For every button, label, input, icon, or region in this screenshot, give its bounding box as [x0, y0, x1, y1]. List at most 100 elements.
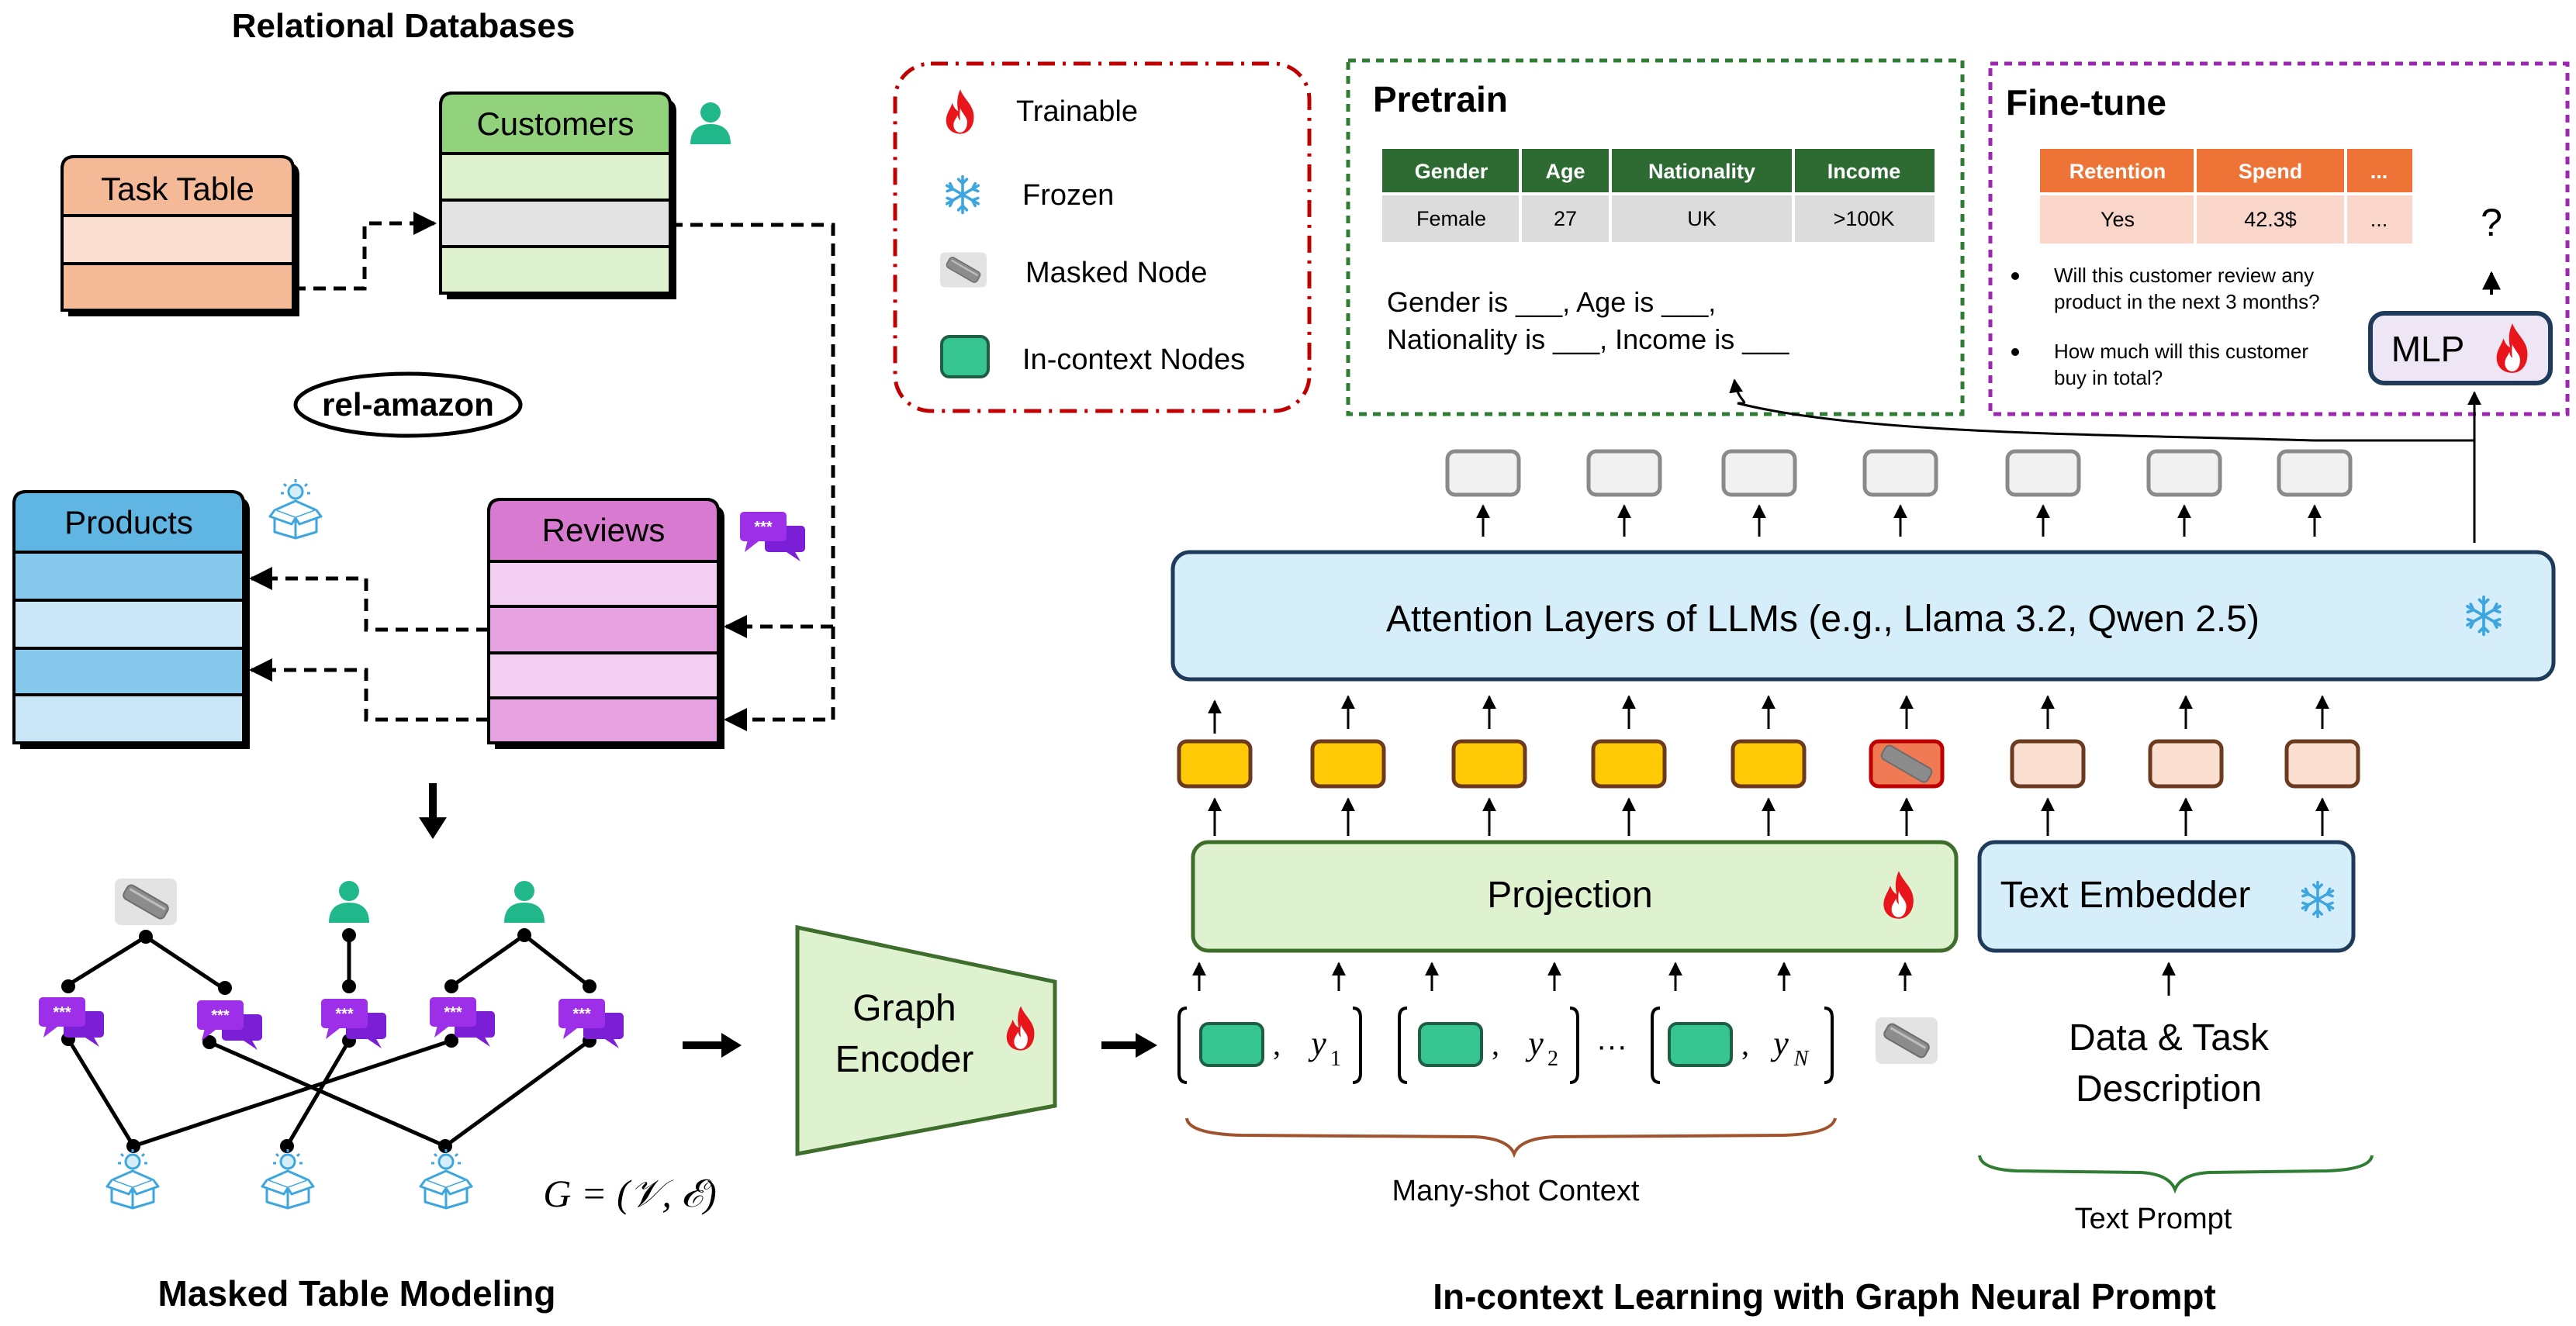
- svg-text:...: ...: [2370, 160, 2388, 183]
- pretrain-feedback-arrow: [1729, 378, 2315, 442]
- svg-text:Female: Female: [1416, 207, 1486, 230]
- question-mark: ?: [2481, 201, 2502, 244]
- products-table-label: Products: [64, 504, 193, 540]
- legend-frozen: Frozen: [1022, 179, 1114, 212]
- legend-fire-icon: [946, 89, 974, 134]
- customers-table: Customers: [439, 92, 676, 299]
- svg-text:Gender: Gender: [1415, 160, 1489, 183]
- finetune-table: Retention Spend ... Yes 42.3$ ...: [2040, 149, 2412, 243]
- graph-person-icon-2: [504, 881, 545, 923]
- reviews-to-products-link: [249, 567, 489, 632]
- graph-box-icon-3: [419, 1148, 473, 1210]
- graph-encoder-label-2: Encoder: [835, 1039, 974, 1080]
- svg-text:>100K: >100K: [1834, 207, 1895, 230]
- svg-text:27: 27: [1554, 207, 1577, 230]
- svg-text:UK: UK: [1687, 207, 1717, 230]
- svg-text:2: 2: [1547, 1047, 1558, 1071]
- legend-masked: Masked Node: [1025, 257, 1207, 289]
- legend-snow-icon: [945, 174, 980, 215]
- reviews-table-label: Reviews: [542, 512, 666, 548]
- legend-box: [893, 61, 1312, 413]
- finetune-q2-line1: How much will this customer: [2054, 340, 2308, 363]
- svg-text:Income: Income: [1827, 160, 1901, 183]
- context-ellipsis: ···: [1596, 1029, 1627, 1063]
- svg-text:Retention: Retention: [2069, 160, 2166, 183]
- customers-table-label: Customers: [476, 105, 634, 142]
- svg-text:y: y: [1770, 1024, 1789, 1062]
- svg-text:,: ,: [1741, 1027, 1749, 1062]
- svg-text:,: ,: [1273, 1027, 1281, 1062]
- customers-to-reviews-link: [670, 223, 835, 638]
- attention-layers-box: [1170, 550, 2556, 682]
- finetune-title: Fine-tune: [2006, 82, 2166, 123]
- graph-formula: G = (𝒱, ℰ): [543, 1172, 716, 1215]
- svg-text:...: ...: [2370, 208, 2388, 231]
- svg-text:Nationality: Nationality: [1648, 160, 1755, 183]
- task-to-customers-link: [293, 212, 437, 291]
- text-embedder-label: Text Embedder: [2000, 875, 2251, 916]
- customer-person-icon: [690, 102, 731, 144]
- product-box-icon: [268, 478, 323, 540]
- task-table: Task Table: [61, 155, 299, 316]
- attention-layers-label: Attention Layers of LLMs (e.g., Llama 3.…: [1386, 599, 2260, 640]
- dataset-label: rel-amazon: [322, 386, 494, 423]
- svg-text:,: ,: [1492, 1027, 1499, 1062]
- text-embedder-box: [1977, 840, 2356, 953]
- mlp-label: MLP: [2391, 329, 2465, 369]
- many-shot-brace: [1185, 1117, 1837, 1159]
- icl-heading: In-context Learning with Graph Neural Pr…: [1433, 1276, 2216, 1317]
- legend-trainable: Trainable: [1016, 95, 1138, 128]
- task-table-label: Task Table: [101, 171, 254, 207]
- svg-text:1: 1: [1330, 1047, 1341, 1071]
- reviews-table: Reviews: [487, 498, 724, 749]
- reviews-to-products-link-2: [249, 658, 489, 722]
- graph-encoder-label-1: Graph: [852, 988, 956, 1029]
- masked-node-icon: [115, 877, 177, 927]
- svg-text:y: y: [1308, 1024, 1326, 1062]
- svg-text:N: N: [1793, 1047, 1810, 1071]
- query-masked-node-icon: [1876, 1017, 1938, 1064]
- projection-box: [1191, 840, 1959, 953]
- relational-databases-heading: Relational Databases: [232, 7, 576, 45]
- output-tokens: [1445, 449, 2353, 537]
- finetune-box: [1988, 61, 2570, 416]
- svg-text:42.3$: 42.3$: [2244, 208, 2297, 231]
- graph-person-icon-1: [329, 881, 369, 923]
- input-tokens: [1177, 739, 2360, 789]
- svg-text:y: y: [1525, 1024, 1544, 1062]
- svg-text:Age: Age: [1545, 160, 1585, 183]
- graph-encoder: [795, 924, 1057, 1157]
- finetune-q1-line1: Will this customer review any: [2054, 264, 2314, 287]
- pretrain-prompt-line1: Gender is ___, Age is ___,: [1387, 286, 1716, 318]
- text-prompt-label: Text Prompt: [2075, 1203, 2232, 1235]
- attention-input-arrows: [1208, 695, 2329, 734]
- review-chat-icon: [740, 512, 805, 561]
- svg-text:Yes: Yes: [2101, 208, 2135, 231]
- data-task-desc-line1: Data & Task: [2069, 1017, 2270, 1058]
- pretrain-prompt-line2: Nationality is ___, Income is ___: [1387, 323, 1789, 355]
- pretrain-title: Pretrain: [1373, 79, 1508, 119]
- masked-table-modeling-heading: Masked Table Modeling: [158, 1273, 556, 1314]
- pretrain-table: Gender Age Nationality Income Female 27 …: [1382, 149, 1935, 242]
- masked-graph: [66, 933, 591, 1148]
- text-prompt-brace: [1978, 1155, 2374, 1194]
- context-pair-2: , y 2: [1398, 1007, 1579, 1084]
- legend-incontext: In-context Nodes: [1022, 344, 1245, 376]
- svg-text:Spend: Spend: [2239, 160, 2303, 183]
- graph-box-icon-2: [261, 1148, 315, 1210]
- finetune-q1-line2: product in the next 3 months?: [2054, 290, 2320, 313]
- legend-incontext-icon: [940, 335, 990, 378]
- many-shot-label: Many-shot Context: [1392, 1175, 1640, 1207]
- graph-chat-icon-4: [430, 997, 495, 1047]
- pretrain-box: [1346, 58, 1965, 416]
- context-pair-1: , y 1: [1177, 1007, 1362, 1084]
- data-task-desc-line2: Description: [2076, 1069, 2262, 1110]
- products-table: Products: [12, 490, 250, 749]
- dataset-ellipse: [293, 371, 523, 438]
- projection-label: Projection: [1487, 875, 1652, 916]
- graph-box-icon-1: [105, 1148, 160, 1210]
- context-pair-n: , y N: [1651, 1007, 1834, 1084]
- finetune-q2-line2: buy in total?: [2054, 366, 2163, 389]
- legend-masked-icon: [940, 251, 987, 288]
